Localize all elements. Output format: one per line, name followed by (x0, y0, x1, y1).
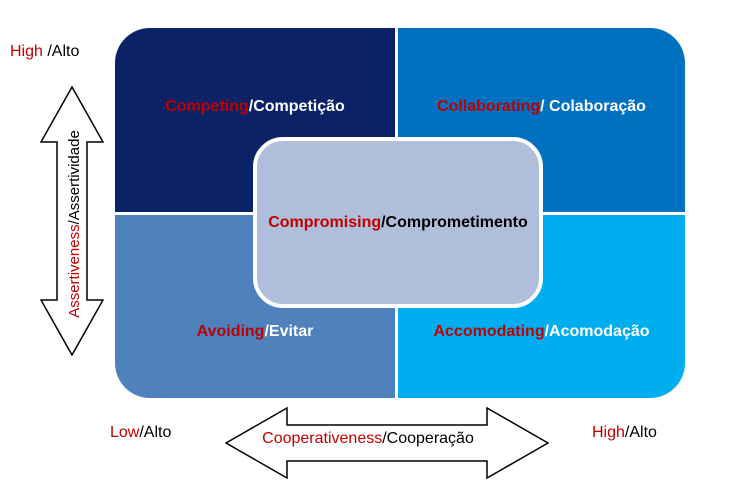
vertical-double-arrow-icon (40, 86, 104, 356)
label-high-right-alto-pt: /Alto (624, 424, 657, 441)
competing-label-en: Competing (165, 98, 249, 115)
label-assertiveness-high: High /Alto (10, 43, 79, 61)
avoiding-label-en: Avoiding (196, 323, 265, 340)
cooperativeness-label-pt: /Cooperação (382, 430, 474, 447)
avoiding-label-pt: /Evitar (264, 323, 314, 340)
accommodating-label-en: Accomodating (433, 323, 545, 340)
label-high-en: High (10, 43, 48, 60)
compromising-label-pt: /Comprometimento (381, 213, 528, 231)
compromising-box: Compromising/Comprometimento (253, 137, 543, 308)
label-low-alto-pt: /Alto (139, 424, 172, 441)
label-alto-pt: /Alto (47, 43, 80, 60)
horizontal-double-arrow-icon (225, 407, 549, 479)
horizontal-axis-label: Cooperativeness/Cooperação (238, 430, 498, 448)
label-high-right-en: High (592, 424, 625, 441)
compromising-label: Compromising/Comprometimento (268, 214, 528, 232)
vertical-axis-label: Assertiveness/Assertividade (66, 104, 86, 344)
collaborating-label-pt: / Colaboração (540, 98, 646, 115)
quadrant-competing-label: Competing/Competição (115, 98, 395, 116)
quadrant-accommodating-label: Accomodating/Acomodação (398, 323, 685, 341)
accommodating-label-pt: /Acomodação (544, 323, 650, 340)
assertiveness-label-pt: /Assertividade (66, 130, 83, 225)
collaborating-label-en: Collaborating (437, 98, 541, 115)
quadrant-avoiding-label: Avoiding/Evitar (115, 323, 395, 341)
cooperativeness-label-en: Cooperativeness (262, 430, 383, 447)
quadrant-collaborating: Collaborating/ Colaboração (398, 28, 685, 212)
label-cooperativeness-high: High/Alto (592, 424, 657, 442)
compromising-label-en: Compromising (268, 213, 382, 231)
label-cooperativeness-low: Low/Alto (110, 424, 171, 442)
quadrant-collaborating-label: Collaborating/ Colaboração (398, 98, 685, 116)
competing-label-pt: /Competição (248, 98, 345, 115)
assertiveness-label-en: Assertiveness (66, 224, 83, 318)
label-low-en: Low (110, 424, 140, 441)
